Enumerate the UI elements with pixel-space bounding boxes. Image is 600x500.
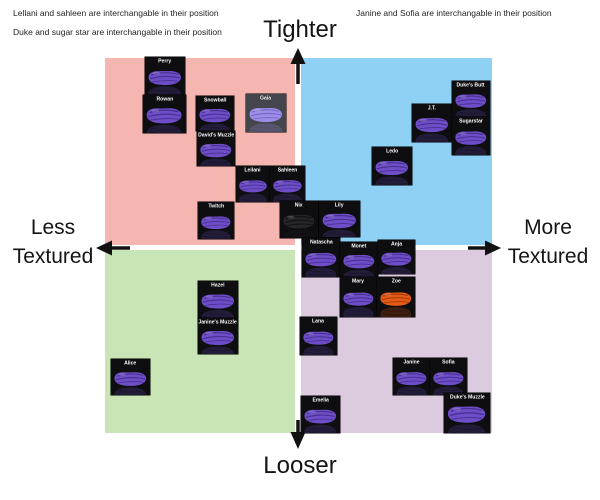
toy-icon [322, 213, 357, 237]
item-tile-perry: Perry [145, 57, 185, 95]
item-label: Twitch [208, 203, 224, 209]
item-label: Duke's Butt [456, 82, 486, 88]
item-label: Snowball [203, 97, 227, 103]
axis-label-more-line2: Textured [507, 245, 589, 268]
axis-label-less-line1: Less [30, 216, 76, 239]
item-label: Natascha [309, 239, 333, 245]
toy-icon [200, 215, 232, 239]
item-label: David's Muzzle [197, 132, 235, 138]
item-tile-zoe: Zoe [377, 277, 415, 317]
item-tile-david-s-muzzle: David's Muzzle [197, 131, 235, 166]
toy-icon [201, 330, 235, 354]
annotation-duke-sugarstar: Duke and sugar star are interchangable i… [13, 27, 222, 37]
toy-icon [343, 254, 375, 277]
item-tile-emelia: Emelia [301, 396, 340, 433]
item-tile-duke-s-muzzle: Duke's Muzzle [444, 393, 490, 433]
item-label: Ledo [385, 148, 399, 154]
item-tile-sahleen: Sahleen [270, 166, 305, 202]
item-label: Sugarstar [459, 118, 483, 124]
item-tile-janine-s-muzzle: Janine's Muzzle [198, 318, 238, 354]
item-label: Nix [295, 202, 303, 208]
item-label: Perry [158, 58, 172, 64]
toy-icon [380, 291, 412, 317]
item-tile-snowball: Snowball [196, 96, 234, 131]
toy-icon [304, 409, 337, 433]
toy-icon [272, 179, 303, 202]
item-tile-ledo: Ledo [372, 147, 412, 185]
item-label: Sahleen [277, 167, 298, 173]
axis-label-tighter: Tighter [263, 16, 337, 43]
item-tile-anja: Anja [378, 240, 415, 274]
toy-icon [238, 179, 268, 202]
toy-icon [302, 331, 334, 355]
item-tile-hazel: Hazel [198, 281, 238, 318]
item-tile-mary: Mary [340, 277, 377, 317]
item-label: Alice [124, 360, 137, 366]
toy-icon [201, 293, 235, 318]
item-label: Lily [335, 202, 344, 208]
toy-icon [432, 371, 464, 395]
item-label: Sofia [442, 359, 455, 365]
item-label: J.T. [427, 105, 437, 111]
item-label: Duke's Muzzle [449, 394, 485, 400]
toy-icon [375, 160, 409, 185]
item-tile-leilani: Leilani [236, 166, 270, 202]
item-tile-alice: Alice [111, 359, 150, 395]
toy-icon [148, 70, 182, 95]
toy-icon [447, 405, 487, 433]
item-label: Monet [351, 243, 367, 249]
item-tile-natascha: Natascha [302, 238, 340, 277]
toy-icon [395, 371, 427, 395]
item-label: Gaia [260, 95, 272, 101]
item-label: Hazel [211, 282, 225, 288]
item-label: Leilani [244, 167, 262, 173]
item-tile-lily: Lily [319, 201, 360, 237]
axis-label-more-line1: More [524, 216, 572, 239]
toy-icon [342, 292, 374, 317]
item-label: Janine [403, 359, 420, 365]
item-tile-gaia: Gaia [246, 94, 286, 132]
axis-label-looser: Looser [263, 452, 337, 479]
toy-icon [455, 130, 487, 155]
item-tile-monet: Monet [340, 242, 378, 277]
item-tile-rowan: Rowan [143, 95, 186, 133]
item-label: Rowan [156, 96, 173, 102]
item-label: Zoe [391, 278, 401, 284]
toy-icon [114, 371, 147, 395]
toy-icon [283, 214, 315, 238]
item-tile-sofia: Sofia [430, 358, 467, 395]
item-label: Lana [312, 318, 325, 324]
toy-icon [199, 108, 231, 131]
annotation-lellani-sahleen: Lellani and sahleen are interchangable i… [13, 8, 219, 18]
axis-label-less-textured: Less Textured [2, 213, 104, 271]
axis-label-more-textured: More Textured [497, 213, 599, 271]
toy-icon [455, 93, 487, 117]
toy-icon [380, 252, 412, 274]
item-tile-janine: Janine [393, 358, 430, 395]
item-tile-nix: Nix [280, 201, 318, 238]
item-tile-twitch: Twitch [198, 202, 234, 239]
item-label: Mary [352, 278, 365, 284]
toy-icon [200, 143, 232, 166]
annotation-janine-sofia: Janine and Sofia are interchangable in t… [356, 8, 552, 18]
item-tile-j-t: J.T. [412, 104, 452, 142]
item-label: Emelia [312, 397, 329, 403]
toy-icon [146, 107, 183, 133]
axis-label-less-line2: Textured [12, 245, 94, 268]
toy-icon [249, 107, 283, 132]
item-label: Anja [390, 241, 403, 247]
item-label: Janine's Muzzle [198, 319, 238, 325]
item-tile-duke-s-butt: Duke's Butt [452, 81, 490, 117]
toy-icon [415, 117, 449, 142]
item-tile-sugarstar: Sugarstar [452, 117, 490, 155]
item-tile-lana: Lana [300, 317, 337, 355]
toy-icon [305, 252, 337, 277]
